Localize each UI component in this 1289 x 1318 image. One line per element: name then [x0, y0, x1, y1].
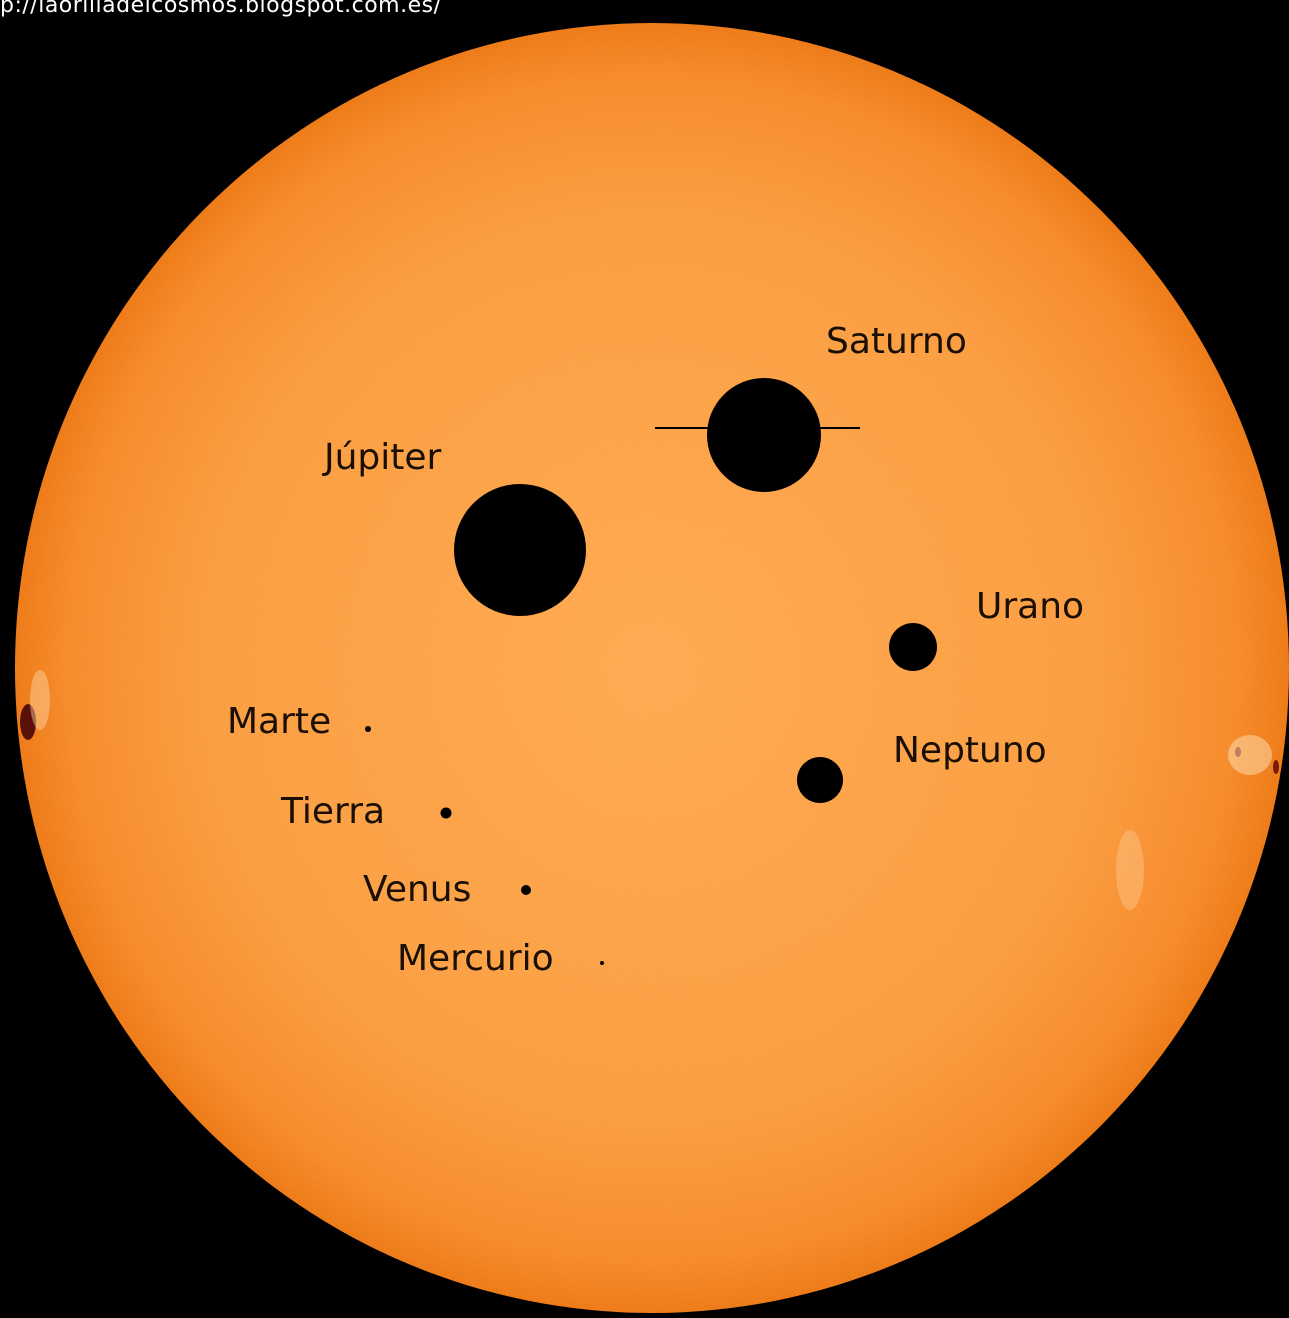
label-urano: Urano [976, 586, 1085, 627]
label-venus: Venus [363, 869, 472, 910]
venus-silhouette [521, 885, 531, 895]
mercury-silhouette [600, 961, 604, 965]
right-limb-sunspot [1116, 735, 1279, 910]
label-mercurio: Mercurio [397, 938, 554, 979]
label-marte: Marte [227, 701, 332, 742]
label-neptuno: Neptuno [893, 730, 1047, 771]
label-saturno: Saturno [826, 321, 967, 362]
label-jupiter: Júpiter [324, 437, 442, 478]
label-tierra: Tierra [281, 791, 386, 832]
jupiter-silhouette [454, 484, 586, 616]
earth-silhouette [440, 807, 452, 819]
watermark-url: p://laorilladelcosmos.blogspot.com.es/ [0, 0, 442, 18]
uranus-silhouette [889, 623, 937, 671]
saturn-silhouette [655, 378, 860, 492]
mars-silhouette [365, 726, 371, 732]
neptune-silhouette [797, 757, 843, 803]
sun-surface-texture [15, 23, 1289, 1313]
left-limb-sunspot [20, 670, 50, 740]
